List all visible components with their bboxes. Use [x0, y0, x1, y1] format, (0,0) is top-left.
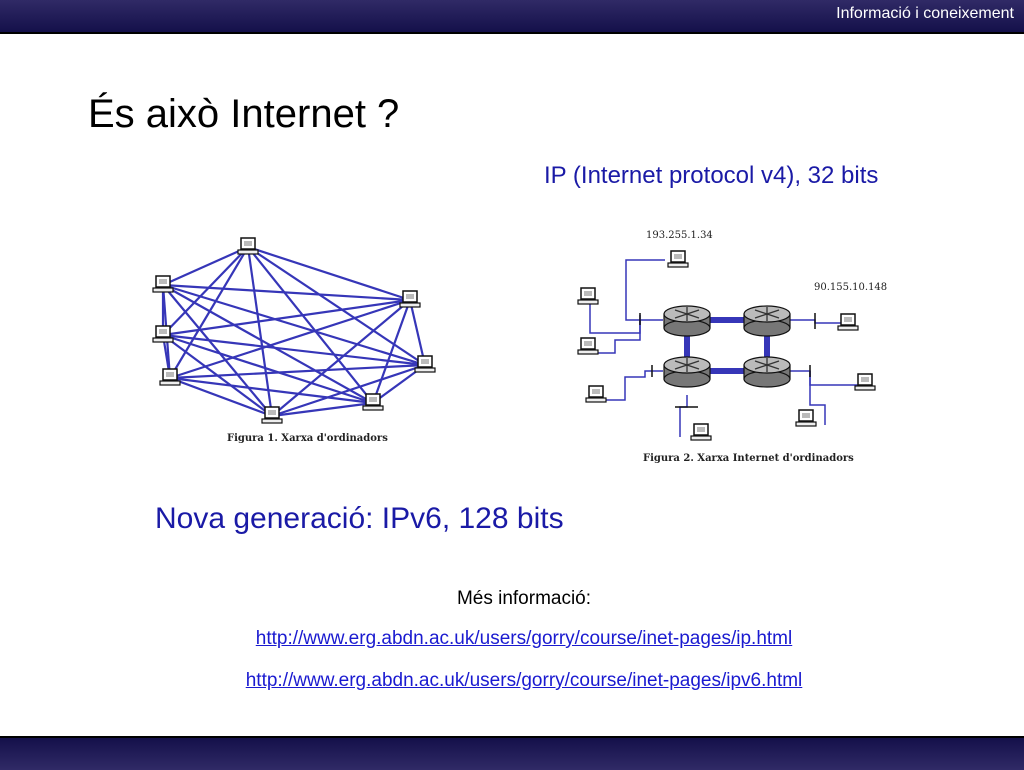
mesh-link: [247, 246, 426, 366]
router-icon: [743, 305, 791, 337]
computer-icon: [854, 373, 876, 391]
network-link: [790, 319, 848, 324]
mesh-link: [162, 283, 426, 367]
computer-icon: [585, 385, 607, 403]
mesh-link: [169, 298, 411, 380]
mesh-link: [169, 376, 273, 418]
mesh-link: [169, 246, 249, 379]
ipv4-heading: IP (Internet protocol v4), 32 bits: [544, 162, 879, 189]
top-bar: Informació i coneixement: [0, 0, 1024, 34]
computer-icon: [577, 337, 599, 355]
computer-icon: [152, 275, 174, 293]
computer-icon: [690, 423, 712, 441]
mesh-link: [246, 246, 274, 417]
computer-icon: [237, 237, 259, 255]
mesh-link: [162, 245, 249, 287]
router-icon: [663, 305, 711, 337]
mesh-link: [162, 333, 426, 367]
mesh-link: [162, 246, 249, 336]
computer-icon: [577, 287, 599, 305]
mesh-link: [271, 363, 426, 418]
link-ipv4[interactable]: http://www.erg.abdn.ac.uk/users/gorry/co…: [255, 628, 793, 649]
network-link: [598, 370, 663, 401]
mesh-link: [169, 363, 426, 380]
figure-2-caption: Figura 2. Xarxa Internet d'ordinadors: [643, 453, 854, 464]
network-link: [589, 303, 641, 334]
computer-icon: [795, 409, 817, 427]
ip-label-2: 90.155.10.148: [814, 282, 887, 293]
mesh-link: [162, 298, 411, 337]
router-icon: [743, 356, 791, 388]
computer-icon: [261, 406, 283, 424]
mesh-link: [162, 284, 273, 417]
mesh-link: [162, 333, 374, 405]
mesh-link: [162, 283, 411, 302]
computer-icon: [362, 393, 384, 411]
router-icon: [663, 356, 711, 388]
figure-1-mesh-network: Figura 1. Xarxa d'ordinadors: [152, 237, 436, 444]
figure-1-caption: Figura 1. Xarxa d'ordinadors: [227, 433, 388, 444]
computer-icon: [399, 290, 421, 308]
network-link: [625, 259, 665, 321]
mesh-link: [408, 299, 427, 366]
computer-icon: [152, 325, 174, 343]
link-ipv6[interactable]: http://www.erg.abdn.ac.uk/users/gorry/co…: [245, 670, 803, 691]
mesh-link: [271, 299, 411, 417]
mesh-link: [271, 401, 374, 418]
more-info-label: Més informació:: [456, 588, 592, 609]
mesh-link: [371, 299, 412, 404]
computer-icon: [159, 368, 181, 386]
network-link: [590, 320, 641, 354]
computer-icon: [414, 355, 436, 373]
network-link: [809, 371, 826, 425]
mesh-link: [169, 376, 374, 405]
header-text: Informació i coneixement: [836, 5, 1014, 22]
network-link: [790, 370, 865, 386]
network-link: [679, 395, 688, 437]
bottom-bar: [0, 736, 1024, 770]
ipv6-heading: Nova generació: IPv6, 128 bits: [155, 502, 564, 535]
slide-title: És això Internet ?: [88, 92, 400, 136]
mesh-link: [162, 284, 374, 404]
mesh-link: [247, 246, 374, 404]
figure-2-internet-network: 193.255.1.34 90.155.10.148 Figura 2. Xar…: [577, 230, 887, 464]
computer-icon: [667, 250, 689, 268]
ip-label-1: 193.255.1.34: [646, 230, 713, 241]
computer-icon: [837, 313, 859, 331]
mesh-link: [247, 245, 411, 302]
